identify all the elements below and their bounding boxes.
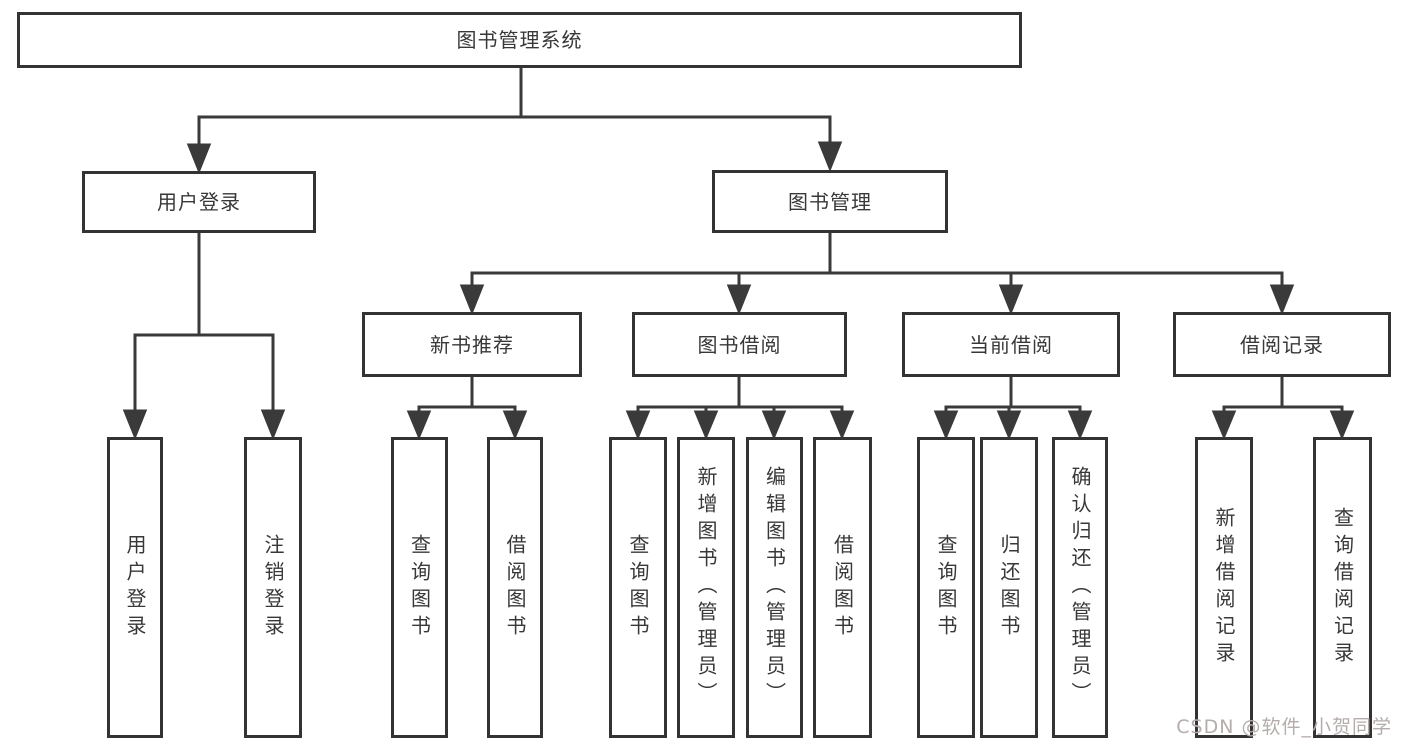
node-borrow-records: 借阅记录	[1173, 312, 1391, 377]
connector-book-borrow-children	[625, 377, 855, 440]
node-root: 图书管理系统	[17, 12, 1022, 68]
connector-new-rec-children	[406, 377, 528, 440]
csdn-watermark: CSDN @软件_小贺同学	[1176, 716, 1392, 738]
node-leaf-bb-add: 新增图书（管理员）	[677, 437, 735, 738]
connector-user-login-children	[122, 233, 286, 441]
node-new-rec: 新书推荐	[362, 312, 582, 377]
node-leaf-bb-edit: 编辑图书（管理员）	[746, 437, 803, 738]
node-leaf-cb-query: 查询图书	[917, 437, 975, 738]
node-leaf-rec-borrow: 借阅图书	[487, 437, 543, 738]
node-leaf-br-add: 新增借阅记录	[1195, 437, 1253, 738]
node-leaf-bb-borrow: 借阅图书	[813, 437, 872, 738]
node-leaf-br-query: 查询借阅记录	[1313, 437, 1372, 738]
node-current-borrow: 当前借阅	[902, 312, 1120, 377]
connector-current-borrow-children	[933, 377, 1093, 440]
node-book-borrow: 图书借阅	[632, 312, 847, 377]
node-leaf-logout: 注销登录	[244, 437, 302, 738]
connector-root-to-level2	[186, 68, 843, 175]
node-leaf-bb-query: 查询图书	[609, 437, 667, 738]
node-leaf-cb-return: 归还图书	[980, 437, 1038, 738]
connector-borrow-records-children	[1211, 377, 1355, 440]
connector-book-mgmt-children	[459, 233, 1295, 316]
node-leaf-rec-query: 查询图书	[391, 437, 448, 738]
node-leaf-user-login: 用户登录	[107, 437, 163, 738]
node-book-mgmt: 图书管理	[712, 170, 948, 233]
node-user-login: 用户登录	[82, 171, 316, 233]
node-leaf-cb-confirm: 确认归还（管理员）	[1052, 437, 1108, 738]
